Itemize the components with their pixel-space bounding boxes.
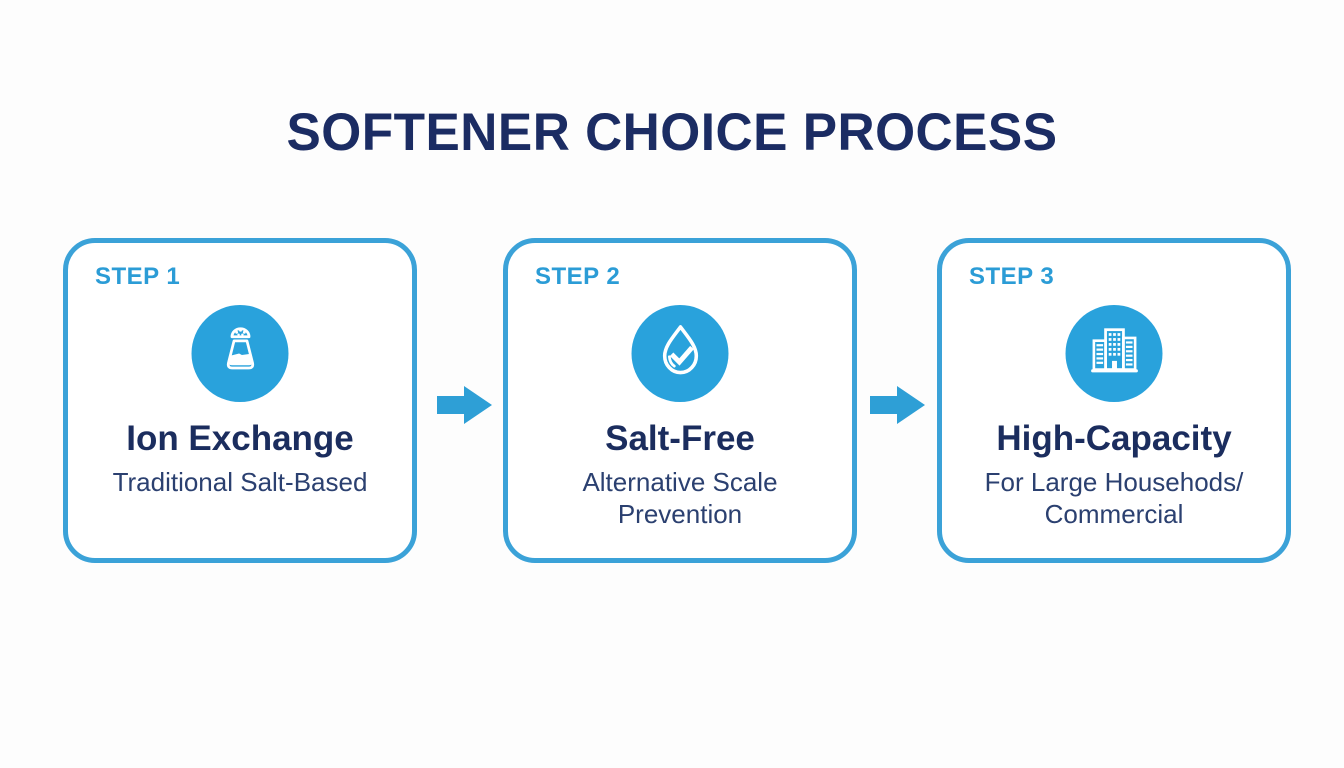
icon-circle (631, 305, 729, 402)
step-subtitle: Alternative Scale Prevention (582, 467, 778, 529)
step-title: Salt-Free (605, 419, 755, 458)
page-title: SOFTENER CHOICE PROCESS (286, 103, 1058, 162)
step-card-1: STEP 1 Ion Exchange Traditional Salt-Bas… (63, 238, 417, 563)
icon-circle (1065, 305, 1163, 402)
icon-circle (191, 305, 289, 402)
step-title: Ion Exchange (126, 419, 354, 458)
building-icon (1081, 318, 1147, 389)
salt-shaker-icon (207, 318, 273, 389)
arrow-right-icon (870, 385, 925, 425)
step-card-3: STEP 3 (937, 238, 1291, 563)
step-subtitle: Traditional Salt-Based (112, 467, 368, 497)
step-subtitle: For Large Househods/ Commercial (984, 467, 1244, 529)
arrow-right-icon (437, 385, 492, 425)
step-label: STEP 2 (535, 263, 621, 290)
water-drop-check-icon (647, 318, 713, 389)
step-label: STEP 1 (95, 263, 181, 290)
step-label: STEP 3 (969, 263, 1055, 290)
step-card-2: STEP 2 Salt-Free Alternative Scale Preve… (503, 238, 857, 563)
step-title: High-Capacity (996, 419, 1232, 458)
